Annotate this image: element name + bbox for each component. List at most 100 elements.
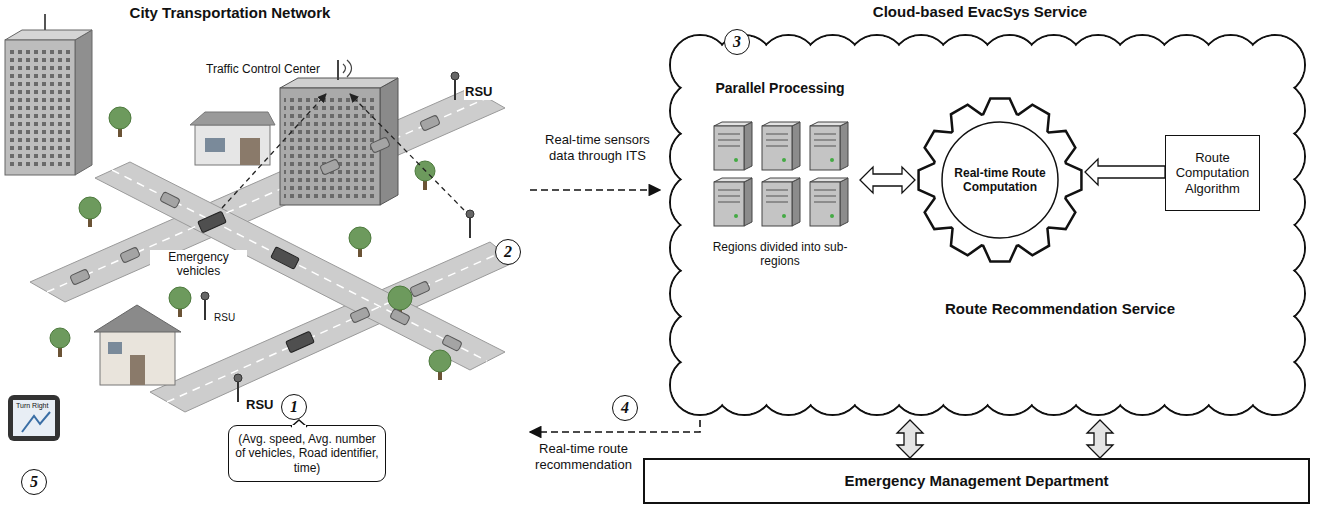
shape-part	[766, 134, 788, 135]
illustration-part	[8, 395, 60, 441]
illustration-part	[195, 125, 270, 165]
shape-part	[830, 158, 834, 162]
shape-part	[744, 178, 752, 226]
illustration-part	[410, 281, 431, 297]
illustration-part	[222, 94, 326, 208]
department-box: Emergency Management Department	[643, 458, 1310, 504]
shape-part	[291, 420, 307, 427]
illustration-part	[204, 298, 206, 320]
callout-box: (Avg. speed, Avg. number of vehicles, Ro…	[228, 425, 386, 482]
illustration-part	[390, 308, 411, 325]
illustration-part	[234, 374, 242, 382]
shape-part	[762, 122, 800, 170]
shape-part	[810, 182, 840, 226]
data-flow-arrow	[530, 420, 700, 432]
edge-label: Real-time route recommendation	[526, 441, 641, 472]
panel-title: City Transportation Network	[115, 4, 345, 22]
cluster-note: Regions divided into sub-regions	[700, 240, 860, 269]
gear-process: Real-time Route Computation	[915, 95, 1085, 265]
cluster-title: Parallel Processing	[715, 80, 845, 97]
illustration-part	[108, 342, 122, 354]
trees	[50, 107, 451, 380]
leader-arrows	[222, 94, 464, 210]
illustration-part	[190, 112, 275, 125]
callout-number: 3	[724, 29, 750, 55]
shape-part	[700, 65, 1275, 385]
rsu-label: RSU	[213, 312, 236, 324]
illustration-part	[320, 159, 341, 175]
illustration-part	[429, 350, 451, 372]
shape-part	[718, 196, 740, 197]
illustration-part	[100, 330, 175, 385]
illustration-part	[198, 211, 227, 233]
shape-part	[814, 202, 836, 203]
shape-part	[766, 146, 788, 147]
illustration-part	[240, 138, 260, 165]
box-text: Emergency Management Department	[844, 472, 1108, 490]
shape-part	[830, 214, 834, 218]
cloud-title: Cloud-based EvacSys Service	[830, 3, 1130, 21]
shape-part	[718, 146, 740, 147]
illustration-part	[130, 355, 145, 385]
rsu-antennas	[201, 72, 474, 402]
illustration-part	[286, 331, 315, 353]
cloud-service: Cloud-based EvacSys ServiceRoute Recomme…	[660, 0, 1317, 420]
illustration-part	[120, 247, 141, 263]
shape-part	[718, 202, 740, 203]
shape-part	[762, 126, 792, 170]
shape-part	[814, 146, 836, 147]
illustration-part	[201, 292, 209, 300]
shape-part	[792, 122, 800, 170]
illustration-part	[469, 216, 471, 238]
shape-part	[762, 178, 800, 182]
illustration-part	[160, 191, 181, 208]
gps-device	[8, 395, 60, 441]
illustration-part	[237, 380, 239, 402]
exchange-arrow	[1087, 420, 1113, 458]
shape-part	[718, 134, 740, 135]
illustration-part	[5, 40, 75, 175]
shape-part	[810, 126, 840, 170]
shape-part	[782, 214, 786, 218]
illustration-part	[205, 138, 225, 152]
shape-part	[766, 140, 788, 141]
shape-part	[942, 122, 1058, 238]
box-text: Route Computation Algorithm	[1171, 150, 1254, 197]
illustration-part	[442, 334, 463, 351]
shape-part	[766, 196, 788, 197]
illustration-part	[109, 107, 131, 129]
shape-part	[762, 178, 800, 226]
servers-shape	[700, 80, 860, 285]
shape-part	[714, 182, 744, 226]
exchange-arrow	[897, 420, 923, 458]
illustration-part	[280, 88, 380, 205]
illustration-part	[271, 247, 300, 269]
illustration-part	[44, 14, 46, 30]
shape-part	[714, 126, 744, 170]
shape-part	[714, 122, 752, 170]
shape-part	[762, 182, 792, 226]
data-flow-arrow	[530, 189, 660, 191]
illustration-part	[50, 328, 70, 348]
callout-number: 5	[21, 469, 47, 495]
edge-label: Real-time sensors data through ITS	[540, 132, 655, 163]
shape-part	[714, 178, 752, 182]
illustration-part	[94, 305, 181, 332]
shape-part	[734, 158, 738, 162]
shape-part	[814, 196, 836, 197]
illustration-part	[350, 307, 371, 323]
illustration-part	[420, 115, 441, 131]
illustration-part	[13, 400, 55, 436]
shape-part	[766, 202, 788, 203]
box-text: Real-time Route Computation	[954, 166, 1046, 195]
shape-part	[810, 178, 848, 226]
algorithm-box: Route Computation Algorithm	[1165, 135, 1260, 211]
shape-part	[792, 178, 800, 226]
shape-part	[762, 122, 800, 126]
shape-part	[714, 122, 752, 126]
callout-number: 2	[495, 239, 521, 265]
illustration-part	[343, 60, 352, 77]
illustration-part	[70, 269, 91, 285]
shape-part	[718, 140, 740, 141]
shape-part	[919, 99, 1082, 262]
